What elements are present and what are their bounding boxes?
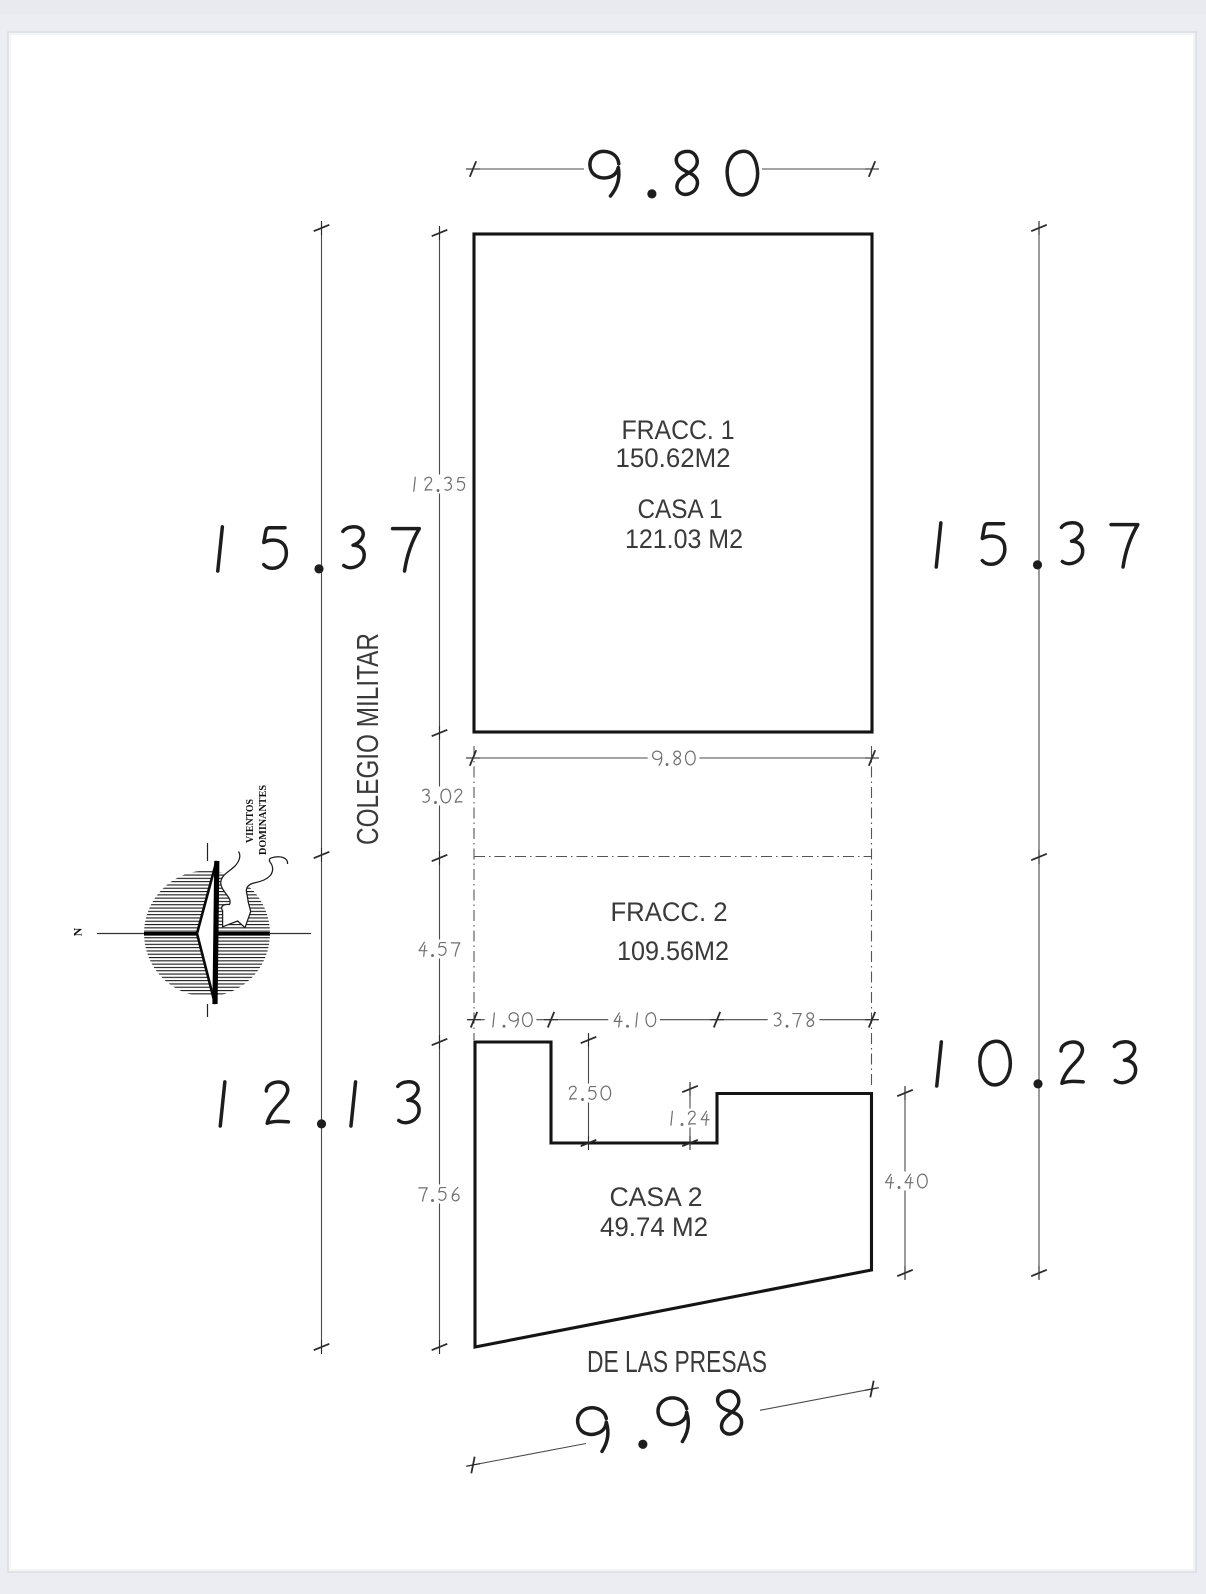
svg-text:FRACC. 2: FRACC. 2 <box>611 897 728 927</box>
svg-text:121.03 M2: 121.03 M2 <box>625 524 743 554</box>
svg-text:CASA 2: CASA 2 <box>610 1182 703 1212</box>
svg-text:VIENTOS: VIENTOS <box>245 799 256 843</box>
svg-text:DOMINANTES: DOMINANTES <box>258 785 269 855</box>
svg-text:FRACC. 1: FRACC. 1 <box>622 415 735 445</box>
svg-text:49.74 M2: 49.74 M2 <box>600 1212 708 1242</box>
svg-text:109.56M2: 109.56M2 <box>617 936 729 966</box>
svg-text:N: N <box>71 927 85 936</box>
svg-text:COLEGIO MILITAR: COLEGIO MILITAR <box>350 633 385 845</box>
svg-text:CASA 1: CASA 1 <box>638 494 723 524</box>
svg-text:150.62M2: 150.62M2 <box>616 443 731 473</box>
svg-text:DE LAS PRESAS: DE LAS PRESAS <box>587 1344 767 1379</box>
